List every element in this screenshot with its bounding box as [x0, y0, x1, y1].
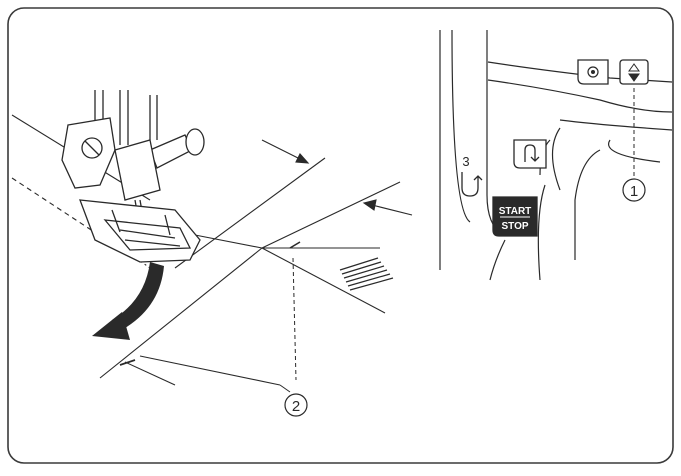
- needle-up-icon: [628, 63, 640, 72]
- needle-up-down-button[interactable]: [619, 59, 649, 85]
- callout-1-label: 1: [630, 183, 638, 200]
- stitch-pattern-swatch: [339, 257, 394, 291]
- callout-1-circle: [622, 178, 646, 202]
- start-label: START: [499, 206, 532, 217]
- callout-2-circle: [284, 393, 308, 417]
- turn-direction-arrow-icon: [92, 262, 164, 340]
- illustration-frame: [7, 7, 674, 464]
- stop-label: STOP: [501, 221, 528, 232]
- needle-stop-position-button[interactable]: [577, 59, 609, 85]
- distance-arrows: [261, 139, 413, 216]
- callout-2-label: 2: [292, 398, 300, 415]
- callout-2-leaders: [279, 257, 297, 393]
- needle-down-icon: [628, 73, 640, 82]
- reverse-stitch-icon: [524, 144, 540, 162]
- presser-foot: [61, 90, 205, 263]
- return-arrow-icon: [461, 172, 483, 197]
- start-stop-button[interactable]: START STOP: [492, 196, 538, 237]
- side-label-number: 3: [462, 154, 469, 169]
- reverse-stitch-button[interactable]: [513, 139, 547, 169]
- needle-stop-icon: [591, 70, 595, 74]
